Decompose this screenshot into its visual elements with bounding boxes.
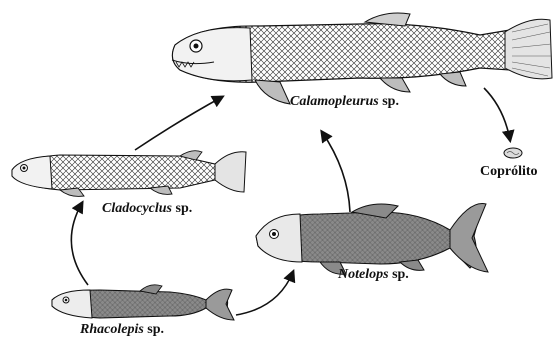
arrow-cladocyclus-to-calamopleurus <box>135 97 222 150</box>
notelops-fish <box>256 204 488 275</box>
calamopleurus-fish <box>172 13 552 104</box>
arrow-calamopleurus-to-coprolite <box>484 88 510 140</box>
coprolite-icon <box>504 148 522 158</box>
cladocyclus-fish <box>12 151 246 197</box>
label-cladocyclus-genus: Cladocyclus <box>102 201 172 216</box>
arrow-rhacolepis-to-notelops <box>236 272 293 315</box>
label-coprolite: Coprólito <box>480 165 538 179</box>
label-notelops: Notelops sp. <box>338 268 409 282</box>
label-calamopleurus: Calamopleurus sp. <box>290 95 399 109</box>
label-rhacolepis: Rhacolepis sp. <box>80 323 164 337</box>
label-notelops-genus: Notelops <box>338 267 389 282</box>
label-cladocyclus-suffix: sp. <box>172 201 192 216</box>
label-notelops-suffix: sp. <box>389 267 409 282</box>
arrow-rhacolepis-to-cladocyclus <box>71 203 88 285</box>
label-cladocyclus: Cladocyclus sp. <box>102 202 192 216</box>
label-calamopleurus-genus: Calamopleurus <box>290 94 379 109</box>
rhacolepis-fish <box>52 285 234 320</box>
label-rhacolepis-genus: Rhacolepis <box>80 322 144 337</box>
label-calamopleurus-suffix: sp. <box>379 94 399 109</box>
label-rhacolepis-suffix: sp. <box>144 322 164 337</box>
arrow-notelops-to-calamopleurus <box>322 132 350 212</box>
